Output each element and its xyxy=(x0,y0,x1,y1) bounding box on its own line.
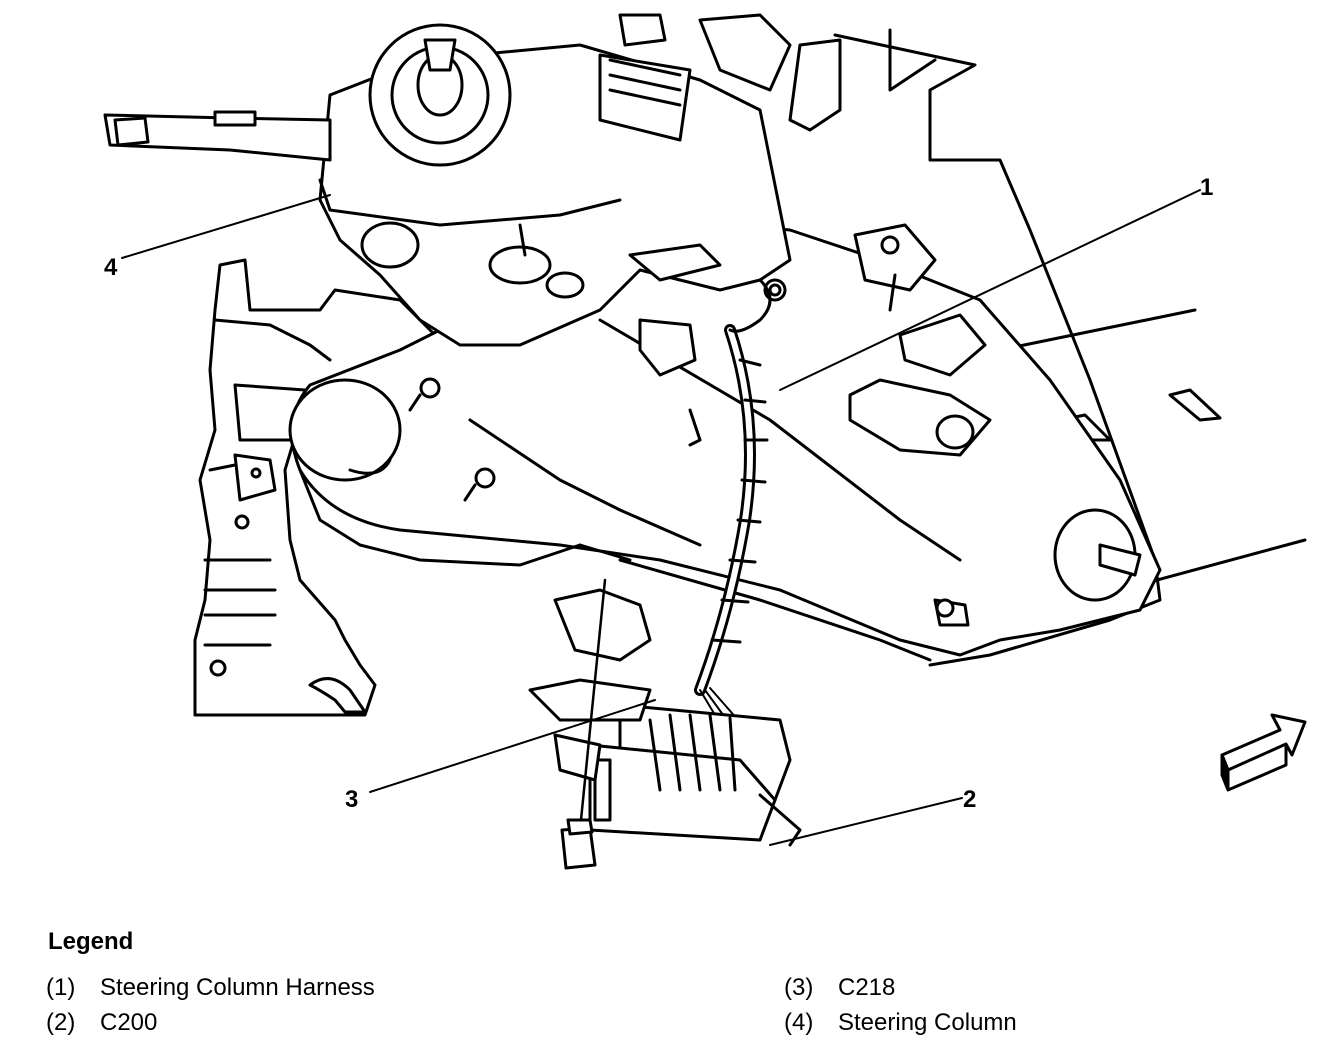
panel-connector xyxy=(853,223,937,312)
steering-column-harness xyxy=(694,278,772,746)
legend-item-label: Steering Column Harness xyxy=(100,974,375,1001)
steering-column-diagram xyxy=(103,13,1307,870)
legend-title: Legend xyxy=(48,928,134,955)
legend-item-1: (1) Steering Column Harness xyxy=(46,974,375,1002)
callout-1: 1 xyxy=(1200,174,1214,201)
mounting-bolt-lower xyxy=(463,467,496,502)
mounting-bolt-upper xyxy=(408,377,441,412)
callout-2: 2 xyxy=(963,786,977,813)
leader-lines xyxy=(121,189,1201,846)
direction-arrow-icon xyxy=(1220,713,1307,792)
turn-signal-lever xyxy=(103,110,332,162)
legend-item-number: (1) xyxy=(46,974,76,1001)
connector-c200 xyxy=(588,703,802,847)
legend-item-label: C218 xyxy=(838,974,896,1001)
callout-4: 4 xyxy=(104,254,118,281)
legend-item-label: Steering Column xyxy=(838,1009,1017,1036)
legend-item-number: (4) xyxy=(784,1009,814,1036)
callout-3: 3 xyxy=(345,786,359,813)
legend-item-label: C200 xyxy=(100,1009,158,1036)
retaining-bolt xyxy=(560,578,607,870)
legend-item-4: (4) Steering Column xyxy=(784,1009,1017,1037)
legend-item-number: (3) xyxy=(784,974,814,1001)
connector-c218 xyxy=(628,243,787,377)
lower-bracket xyxy=(528,543,652,782)
legend-item-number: (2) xyxy=(46,1009,76,1036)
legend-item-3: (3) C218 xyxy=(784,974,895,1002)
legend-item-2: (2) C200 xyxy=(46,1009,157,1037)
